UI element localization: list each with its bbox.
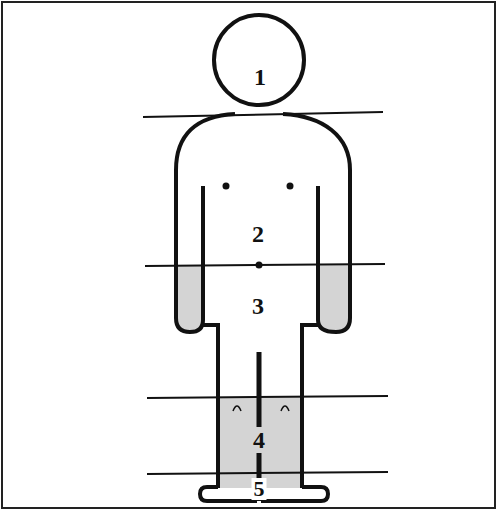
frame: [2, 2, 495, 508]
region-number: 2: [249, 221, 267, 247]
division-line: [143, 112, 383, 117]
knee-mark: [281, 406, 289, 411]
division-line: [145, 264, 385, 266]
region-number: 3: [249, 293, 267, 319]
body-outline: [283, 114, 350, 332]
region-number: 5: [252, 478, 267, 500]
knee-mark: [233, 406, 241, 411]
foot-outline: [200, 487, 257, 501]
body-dot: [223, 183, 230, 190]
foot-outline: [261, 487, 328, 501]
body-dot: [287, 183, 294, 190]
head-outline: [214, 15, 304, 105]
division-line: [147, 396, 388, 398]
region-number: 1: [251, 64, 269, 90]
division-line: [147, 472, 388, 474]
shaded-area: [176, 265, 203, 332]
leg-outline: [203, 325, 218, 488]
leg-outline: [302, 325, 318, 488]
body-outline: [176, 114, 235, 332]
shaded-area: [318, 265, 350, 332]
region-number: 4: [250, 427, 268, 453]
